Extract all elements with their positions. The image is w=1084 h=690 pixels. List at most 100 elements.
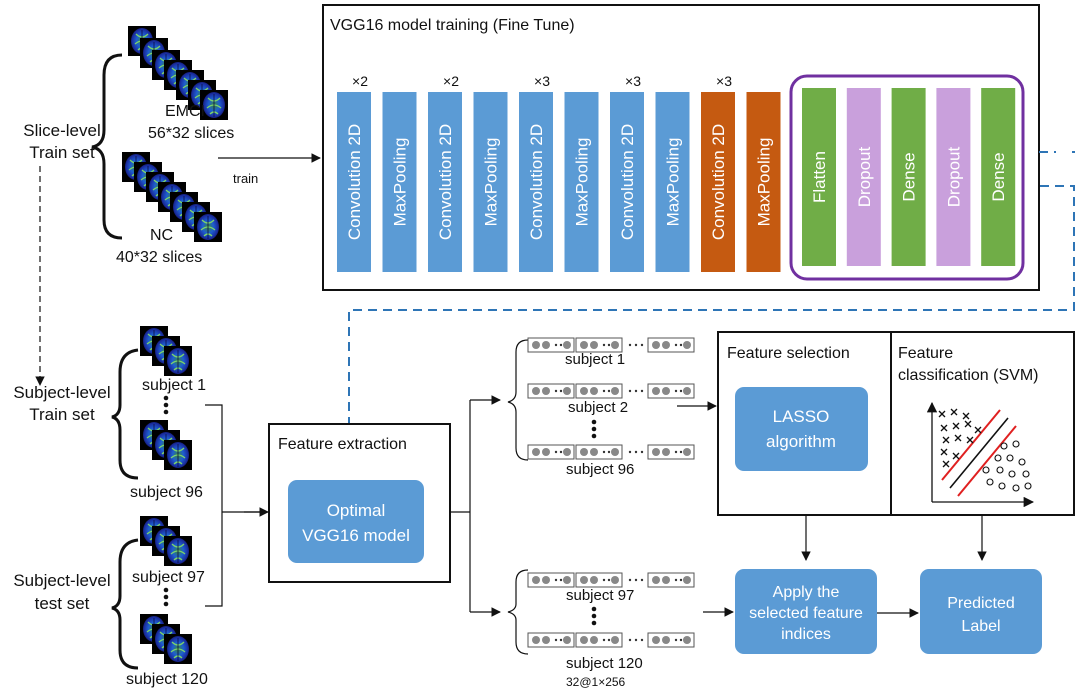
vgg-layer-bar <box>337 92 371 272</box>
feature-classification-title-2: classification (SVM) <box>898 367 1038 384</box>
lasso-node <box>735 387 868 471</box>
vgg-multipliers: ×2 ×2 ×3 ×3 ×3 <box>352 73 732 89</box>
subject-train-label-1: Subject-level <box>13 383 110 402</box>
feature-vector-row <box>527 572 695 588</box>
lasso-line-1: LASSO <box>773 407 830 426</box>
predicted-label-node <box>920 569 1042 654</box>
vgg-layer-label: MaxPooling <box>573 138 592 227</box>
train-arrow-label: train <box>233 171 258 186</box>
slice-train-label-2: Train set <box>29 143 95 162</box>
head-layer-label: Dropout <box>944 146 963 207</box>
head-layer-bar <box>891 88 926 266</box>
optimal-vgg16-line-1: Optimal <box>327 501 386 520</box>
apply-indices-node <box>735 569 877 654</box>
subject-test-label-1: Subject-level <box>13 571 110 590</box>
vgg-layer-label: MaxPooling <box>482 138 501 227</box>
head-layer-bar <box>936 88 971 266</box>
fine-tuned-model-dashed-arrow <box>349 151 1075 478</box>
vertical-ellipsis-train <box>163 395 169 415</box>
vgg-layer-label: MaxPooling <box>391 138 410 227</box>
vgg-multiplier: ×2 <box>443 73 459 89</box>
subject-train-label-2: Train set <box>29 405 95 424</box>
vgg-layer-label: MaxPooling <box>664 138 683 227</box>
vgg-layer-bar <box>701 92 735 272</box>
train-features-brace <box>507 339 529 461</box>
feature-vector-row <box>527 444 695 460</box>
fv-vertical-ellipsis-train <box>591 419 597 439</box>
subject-1-stack <box>139 325 193 377</box>
feature-extraction-title: Feature extraction <box>278 436 407 453</box>
vgg-layer-label: Convolution 2D <box>527 124 546 240</box>
subject-train-brace <box>111 348 139 480</box>
vgg-title: VGG16 model training (Fine Tune) <box>330 17 575 34</box>
slice-brace <box>91 53 123 240</box>
nc-count: 40*32 slices <box>116 249 202 266</box>
vgg-layer-bar <box>382 92 417 272</box>
extraction-split-connector <box>450 400 471 612</box>
feature-classification-title-1: Feature <box>898 345 953 362</box>
train-feature-vectors <box>527 337 695 460</box>
emci-count: 56*32 slices <box>148 125 234 142</box>
head-layer-bar <box>846 88 881 266</box>
subject-97-label: subject 97 <box>132 569 205 586</box>
vgg-layer-bar <box>564 92 599 272</box>
fv-subject-96-label: subject 96 <box>566 461 634 478</box>
vgg-multiplier: ×3 <box>716 73 732 89</box>
vgg-layer-bar <box>610 92 644 272</box>
subject-test-brace <box>111 538 139 670</box>
feature-vector-row <box>527 337 695 353</box>
subject-120-label: subject 120 <box>126 671 208 688</box>
subject-test-label-2: test set <box>35 594 90 613</box>
subject-1-label: subject 1 <box>142 377 206 394</box>
head-layer-label: Dropout <box>855 146 874 207</box>
classifier-head-layers: Flatten Dropout Dense Dropout Dense <box>802 88 1016 266</box>
optimal-vgg16-line-2: VGG16 model <box>302 526 410 545</box>
vgg-multiplier: ×2 <box>352 73 368 89</box>
feature-vector-row <box>527 632 695 648</box>
optimal-vgg16-node <box>288 480 424 563</box>
predicted-line-1: Predicted <box>947 595 1015 612</box>
head-layer-bar <box>981 88 1016 266</box>
vgg-layer-bar <box>473 92 508 272</box>
head-layer-label: Flatten <box>810 151 829 203</box>
feature-selection-title: Feature selection <box>727 345 850 362</box>
test-features-brace <box>507 569 529 655</box>
head-layer-label: Dense <box>900 152 919 201</box>
vgg-layer-label: Convolution 2D <box>618 124 637 240</box>
head-layer-label: Dense <box>989 152 1008 201</box>
svm-plot-icon <box>926 401 1035 508</box>
lasso-line-2: algorithm <box>766 432 836 451</box>
subject-120-stack <box>139 613 193 665</box>
subject-96-label: subject 96 <box>130 484 203 501</box>
fv-subject-1-label: subject 1 <box>565 351 625 368</box>
subjects-merge-connector <box>205 404 266 607</box>
vgg-layer-stack: Convolution 2D MaxPooling Convolution 2D Ma… <box>337 92 781 272</box>
predicted-line-2: Label <box>961 618 1000 635</box>
emci-label: EMCI <box>165 103 205 120</box>
vgg-multiplier: ×3 <box>534 73 550 89</box>
apply-line-3: indices <box>781 626 831 643</box>
fv-vertical-ellipsis-test <box>591 606 597 626</box>
vgg-layer-bar <box>519 92 553 272</box>
nc-label: NC <box>150 227 173 244</box>
vgg-layer-label: Convolution 2D <box>345 124 364 240</box>
subject-96-stack <box>139 419 193 471</box>
vgg-multiplier: ×3 <box>625 73 641 89</box>
fv-shape-note: 32@1×256 <box>566 675 626 689</box>
subject-97-stack <box>139 515 193 567</box>
apply-line-2: selected feature <box>749 605 863 622</box>
test-feature-vectors <box>527 572 695 648</box>
vgg-layer-bar <box>746 92 781 272</box>
fv-subject-97-label: subject 97 <box>566 587 634 604</box>
slice-train-label-1: Slice-level <box>23 121 100 140</box>
classifier-head-frame <box>789 74 1025 281</box>
apply-line-1: Apply the <box>773 584 840 601</box>
fv-subject-2-label: subject 2 <box>568 399 628 416</box>
vgg-layer-label: MaxPooling <box>755 138 774 227</box>
head-layer-bar <box>802 88 836 266</box>
vgg-layer-label: Convolution 2D <box>709 124 728 240</box>
vgg-layer-bar <box>428 92 462 272</box>
fv-subject-120-label: subject 120 <box>566 655 643 672</box>
feature-vector-row <box>527 383 695 399</box>
